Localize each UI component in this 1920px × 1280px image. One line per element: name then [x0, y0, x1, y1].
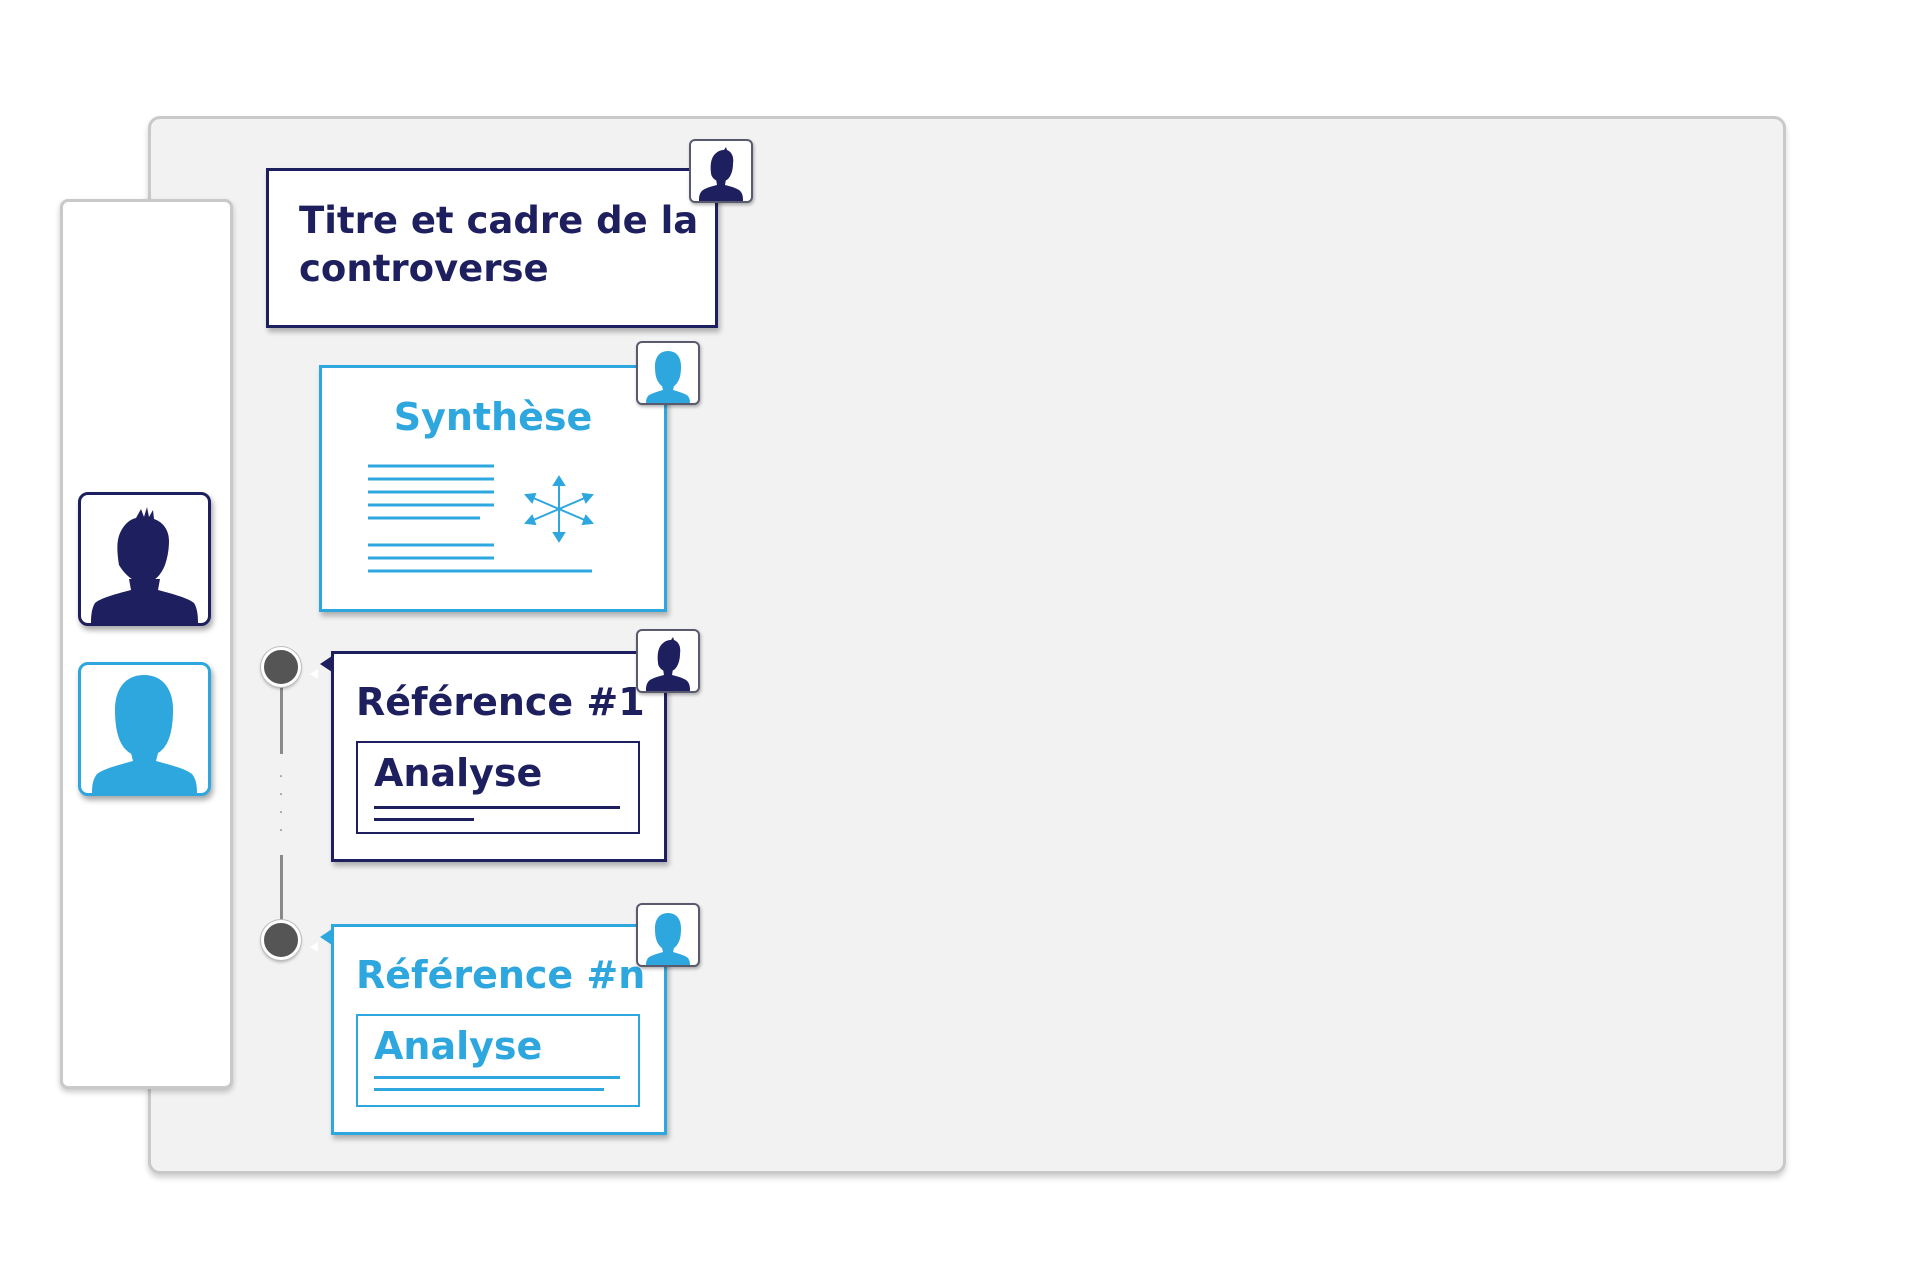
analysis-label: Analyse: [374, 751, 543, 795]
author-badge-reference-1: [636, 629, 700, 693]
reference-title: Référence #n: [356, 953, 646, 997]
user-female-icon: [92, 675, 197, 793]
synthesis-card[interactable]: Synthèse: [319, 365, 667, 612]
user-male-tile[interactable]: [78, 492, 211, 626]
analysis-label: Analyse: [374, 1024, 543, 1068]
user-male-icon: [699, 147, 743, 201]
analysis-text-line: [374, 806, 620, 809]
reference-title: Référence #1: [356, 680, 645, 724]
author-badge-title: [689, 139, 753, 203]
user-female-icon: [646, 351, 690, 403]
reference-card-n[interactable]: Référence #n Analyse: [310, 924, 667, 1135]
timeline-dot-first[interactable]: [261, 647, 301, 687]
analysis-box[interactable]: Analyse: [356, 1014, 640, 1107]
timeline-line-top: [280, 668, 283, 754]
synthesis-title: Synthèse: [393, 395, 593, 439]
synthesis-document-icon: [368, 464, 594, 573]
author-badge-reference-n: [636, 903, 700, 967]
timeline-ellipsis: ....: [278, 765, 284, 835]
analysis-box[interactable]: Analyse: [356, 741, 640, 834]
controversy-title-card[interactable]: Titre et cadre de la controverse: [266, 168, 718, 328]
reference-card-1[interactable]: Référence #1 Analyse: [310, 651, 667, 862]
callout-tail: [310, 656, 332, 679]
timeline-line-bottom: [280, 855, 283, 941]
timeline-dot-last[interactable]: [261, 920, 301, 960]
user-female-icon: [646, 913, 690, 965]
user-sidebar: [60, 199, 233, 1089]
analysis-text-line: [374, 818, 474, 821]
author-badge-synthesis: [636, 341, 700, 405]
user-female-tile[interactable]: [78, 662, 211, 796]
spread-arrows-icon: [524, 475, 594, 543]
user-male-icon: [91, 507, 198, 623]
analysis-text-line: [374, 1088, 604, 1091]
callout-tail: [310, 929, 332, 952]
user-male-icon: [646, 637, 690, 691]
analysis-text-line: [374, 1076, 620, 1079]
controversy-title: Titre et cadre de la controverse: [299, 199, 699, 290]
